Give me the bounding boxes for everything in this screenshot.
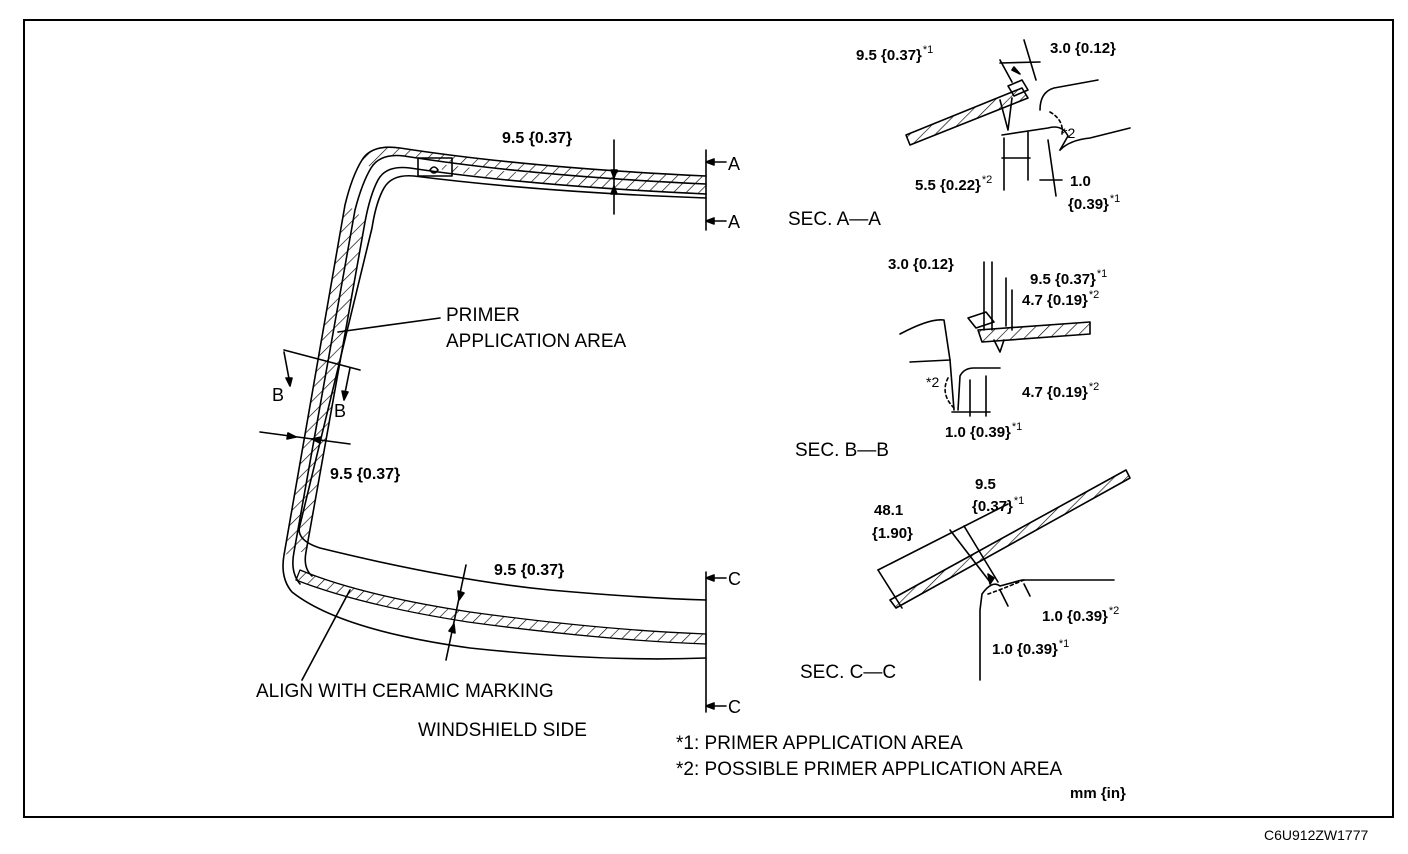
section-letter-a-top: A <box>728 154 741 174</box>
sec-aa-dim-4a: 1.0 <box>1070 173 1091 190</box>
dim-bottom-label: 9.5 {0.37} <box>494 562 565 579</box>
section-letter-a-bottom: A <box>728 212 741 232</box>
mirror-base-mark <box>429 166 439 174</box>
primer-band-top-inner <box>440 164 706 194</box>
sec-bb-dim-2: 9.5 {0.37}*1 <box>1030 268 1108 288</box>
section-bb-drawing <box>899 261 1091 417</box>
sec-cc-dim-2b: {0.37}*1 <box>972 495 1025 515</box>
primer-band-bottom <box>295 569 707 645</box>
unit-label: mm {in} <box>1070 785 1126 802</box>
sec-aa-dim-4b: {0.39}*1 <box>1068 193 1121 213</box>
align-ceramic-label: ALIGN WITH CERAMIC MARKING <box>256 681 554 702</box>
section-cut-lines <box>705 149 727 713</box>
primer-area-label-line2: APPLICATION AREA <box>446 331 627 352</box>
primer-band-left <box>284 205 355 555</box>
sec-aa-dim-1: 9.5 {0.37}*1 <box>856 44 934 64</box>
dim-bottom-markers <box>445 564 467 661</box>
sec-cc-dim-2a: 9.5 <box>975 476 996 493</box>
section-cut-b <box>283 349 361 401</box>
legend-item-1: *1: PRIMER APPLICATION AREA <box>676 733 963 754</box>
section-letter-c-top: C <box>728 569 741 589</box>
section-letter-b-left: B <box>272 385 285 405</box>
primer-band-top <box>362 147 706 184</box>
section-letter-c-bottom: C <box>728 697 741 717</box>
sec-cc-dim-1a: 48.1 <box>874 502 904 519</box>
leader-ceramic <box>301 589 351 681</box>
diagram-frame <box>23 19 1394 818</box>
sec-cc-title: SEC. C—C <box>800 662 897 683</box>
primer-area-label-line1: PRIMER <box>446 305 520 326</box>
sec-cc-dim-4: 1.0 {0.39}*1 <box>992 638 1070 658</box>
windshield-side-label: WINDSHIELD SIDE <box>418 720 587 741</box>
dim-left-label: 9.5 {0.37} <box>330 466 401 483</box>
sec-cc-dim-3: 1.0 {0.39}*2 <box>1042 605 1120 625</box>
sec-bb-dim-5: 1.0 {0.39}*1 <box>945 421 1023 441</box>
sec-bb-dim-1: 3.0 {0.12} <box>888 256 954 273</box>
sec-aa-dim-3: 5.5 {0.22}*2 <box>915 174 993 194</box>
sec-bb-mark-2: *2 <box>926 374 940 390</box>
sec-aa-title: SEC. A—A <box>788 209 881 230</box>
mirror-base <box>417 157 453 177</box>
legend-item-2: *2: POSSIBLE PRIMER APPLICATION AREA <box>676 759 1063 780</box>
figure-code: C6U912ZW1777 <box>1264 827 1369 843</box>
sec-bb-dim-4: 4.7 {0.19}*2 <box>1022 381 1100 401</box>
sec-aa-mark-2: *2 <box>1062 125 1076 141</box>
sec-bb-dim-3: 4.7 {0.19}*2 <box>1022 289 1100 309</box>
leader-primer <box>337 317 441 333</box>
section-letter-b-right: B <box>334 401 347 421</box>
sec-cc-dim-1b: {1.90} <box>872 525 913 542</box>
sec-bb-title: SEC. B—B <box>795 440 889 461</box>
dim-top-label: 9.5 {0.37} <box>502 130 573 147</box>
dim-top-markers <box>610 139 618 215</box>
primer-band-left-inner <box>294 210 365 552</box>
section-aa-drawing <box>905 39 1131 197</box>
sec-aa-dim-2: 3.0 {0.12} <box>1050 40 1116 57</box>
dim-left-markers <box>259 431 351 445</box>
section-cc-drawing <box>877 469 1131 681</box>
